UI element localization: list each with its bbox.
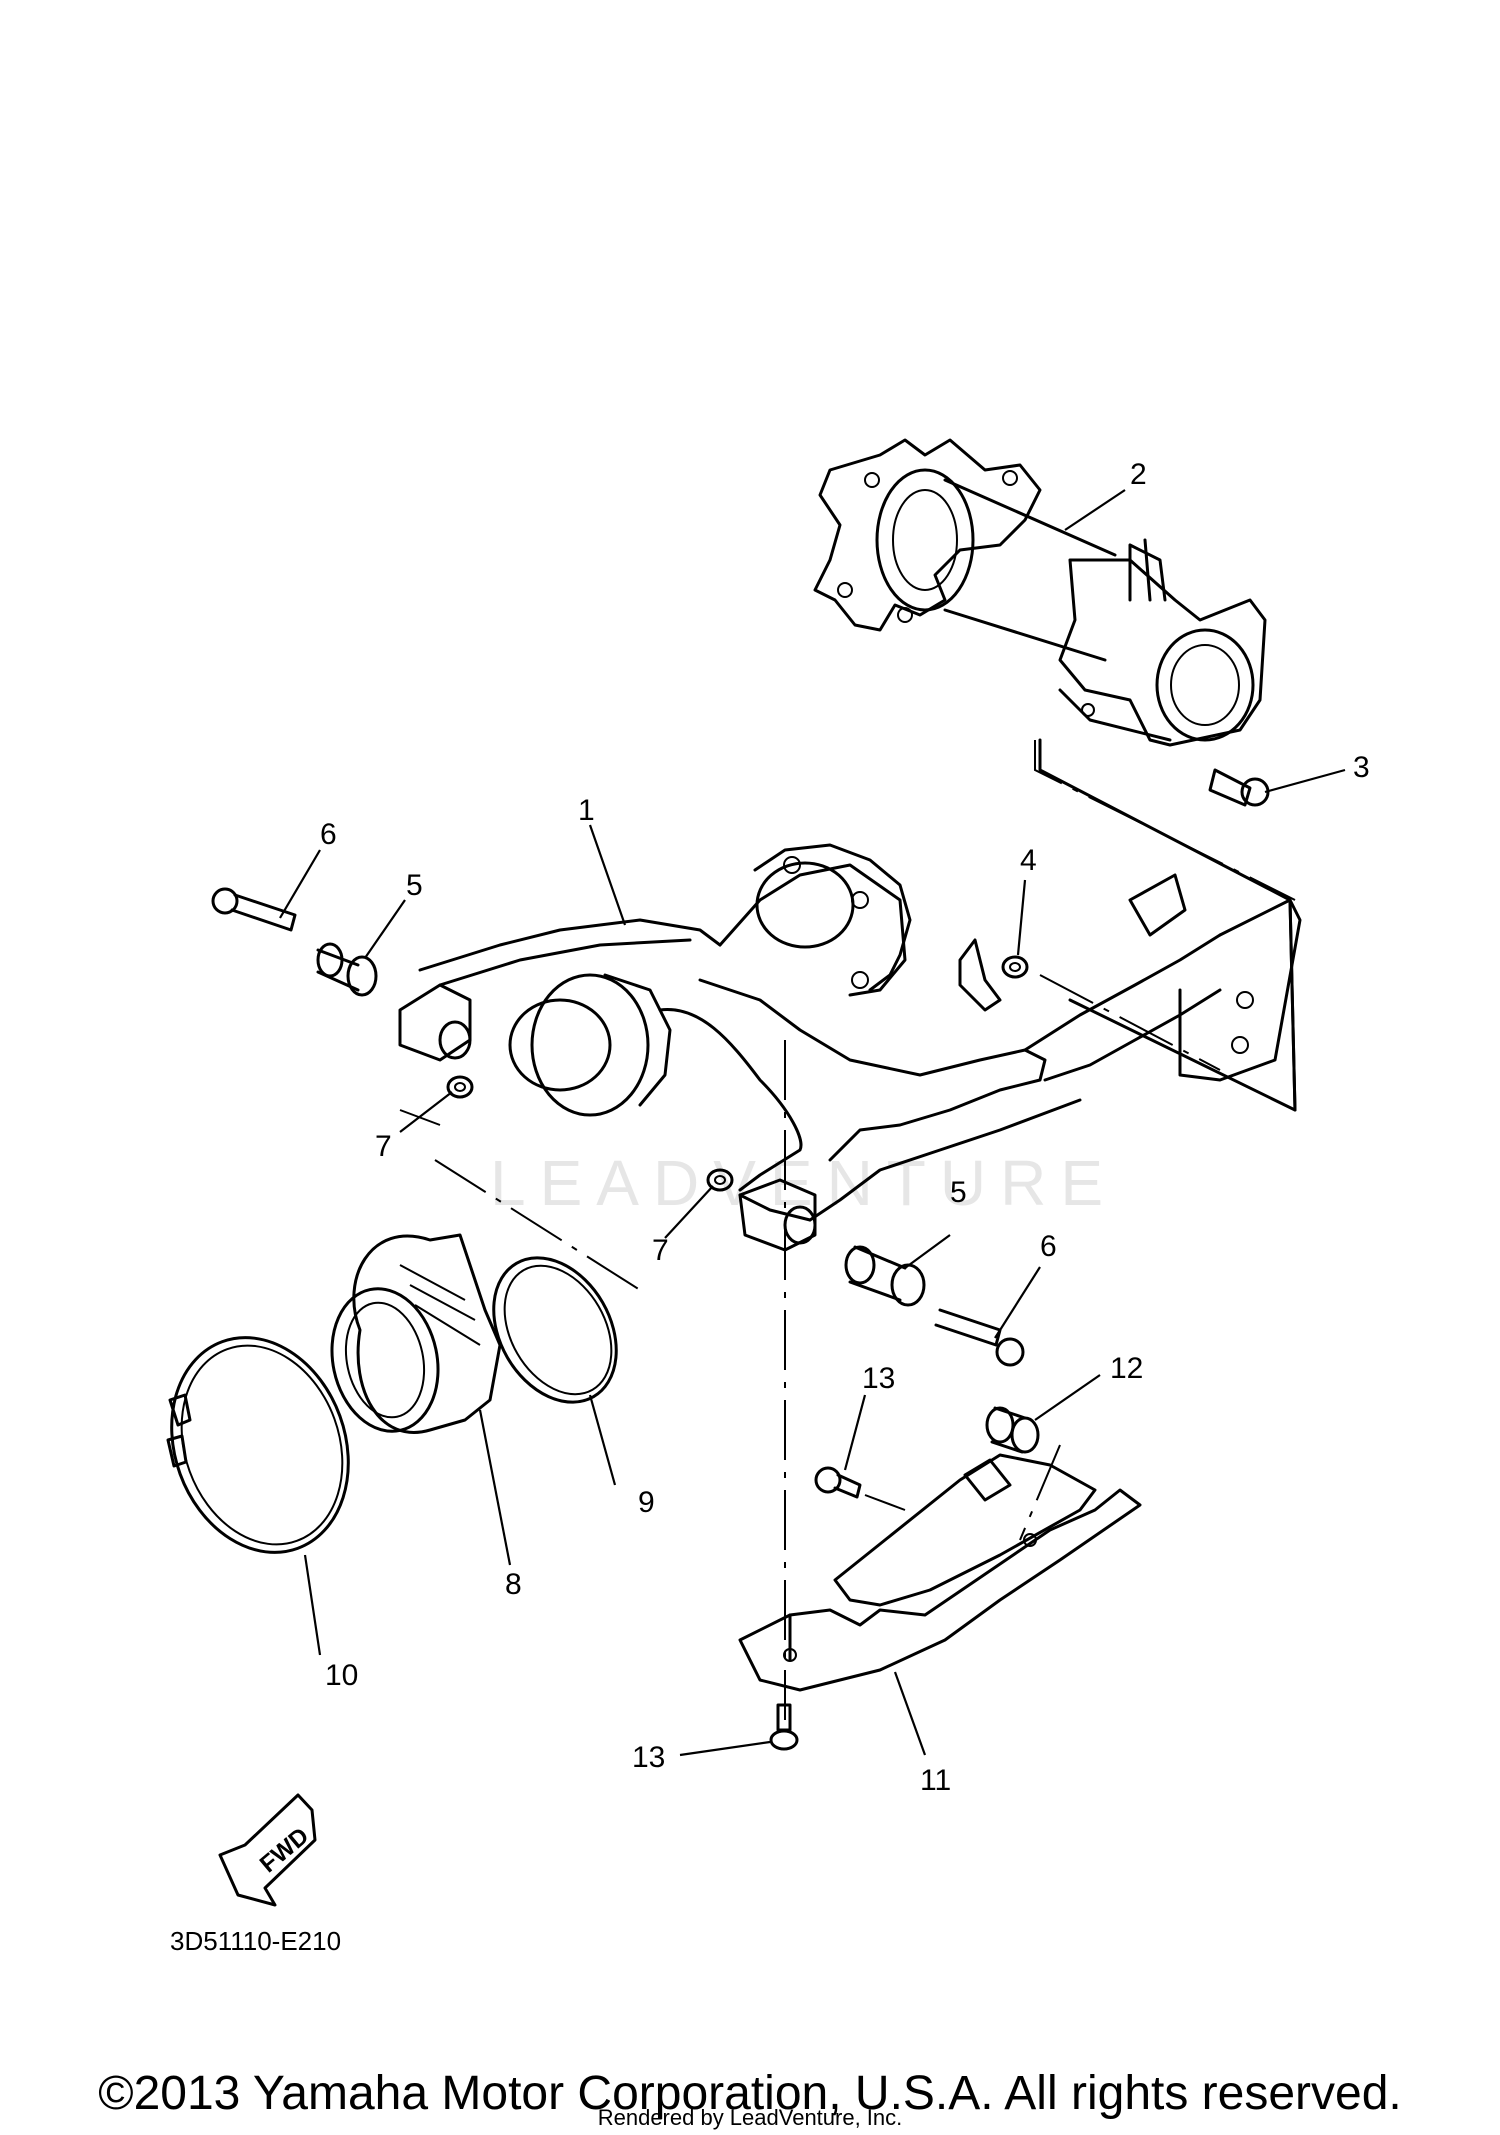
callout-11: 11: [920, 1764, 951, 1797]
mount-plate: [1038, 738, 1297, 1112]
callout-6-lower: 6: [1040, 1230, 1057, 1263]
callout-9: 9: [638, 1486, 655, 1519]
part-8-boot[interactable]: [319, 1233, 502, 1441]
assembly-lines: [399, 740, 1296, 1720]
callout-3: 3: [1353, 751, 1370, 784]
part-7-collar-lower[interactable]: [706, 1168, 734, 1192]
callout-10: 10: [325, 1659, 358, 1692]
callout-6-upper: 6: [320, 818, 337, 851]
callout-7-lower: 7: [652, 1234, 669, 1267]
part-7-collar-upper[interactable]: [446, 1075, 474, 1099]
leader-lines: [279, 489, 1346, 1757]
part-4-nut[interactable]: [1001, 955, 1029, 979]
part-13-bolt-upper[interactable]: [814, 1466, 862, 1499]
fwd-arrow: FWD: [218, 1793, 317, 1907]
callout-12: 12: [1110, 1352, 1143, 1385]
callout-4: 4: [1020, 844, 1037, 877]
callouts: 2 3 1 4 6 5 7 7 5 6 13 12 9 8 10 11 13: [320, 458, 1370, 1797]
part-2-axle-hub[interactable]: [813, 438, 1267, 747]
part-9-clamp-band[interactable]: [469, 1236, 641, 1424]
part-6-bolt-lower[interactable]: [934, 1308, 1025, 1367]
rendered-by-credit: Rendered by LeadVenture, Inc.: [597, 2105, 903, 2130]
callout-1: 1: [578, 794, 595, 827]
part-5-bushing-upper[interactable]: [316, 942, 378, 997]
callout-2: 2: [1130, 458, 1147, 491]
callout-13-lower: 13: [632, 1741, 665, 1774]
callout-5-upper: 5: [406, 869, 423, 902]
callout-8: 8: [505, 1568, 522, 1601]
part-12-damper[interactable]: [985, 1406, 1040, 1454]
part-6-bolt-upper[interactable]: [211, 887, 297, 932]
copyright-notice: ©2013 Yamaha Motor Corporation, U.S.A. A…: [98, 2067, 1402, 2120]
part-1-swingarm[interactable]: [398, 843, 1302, 1252]
part-10-clamp[interactable]: [143, 1313, 378, 1578]
part-5-bushing-lower[interactable]: [844, 1245, 926, 1307]
callout-5-lower: 5: [950, 1176, 967, 1209]
callout-7-upper: 7: [375, 1130, 392, 1163]
diagram-code: 3D51110-E210: [170, 1926, 341, 1956]
part-3-bolt[interactable]: [1208, 768, 1270, 807]
part-11-guard[interactable]: [738, 1453, 1142, 1692]
callout-13-upper: 13: [862, 1362, 895, 1395]
